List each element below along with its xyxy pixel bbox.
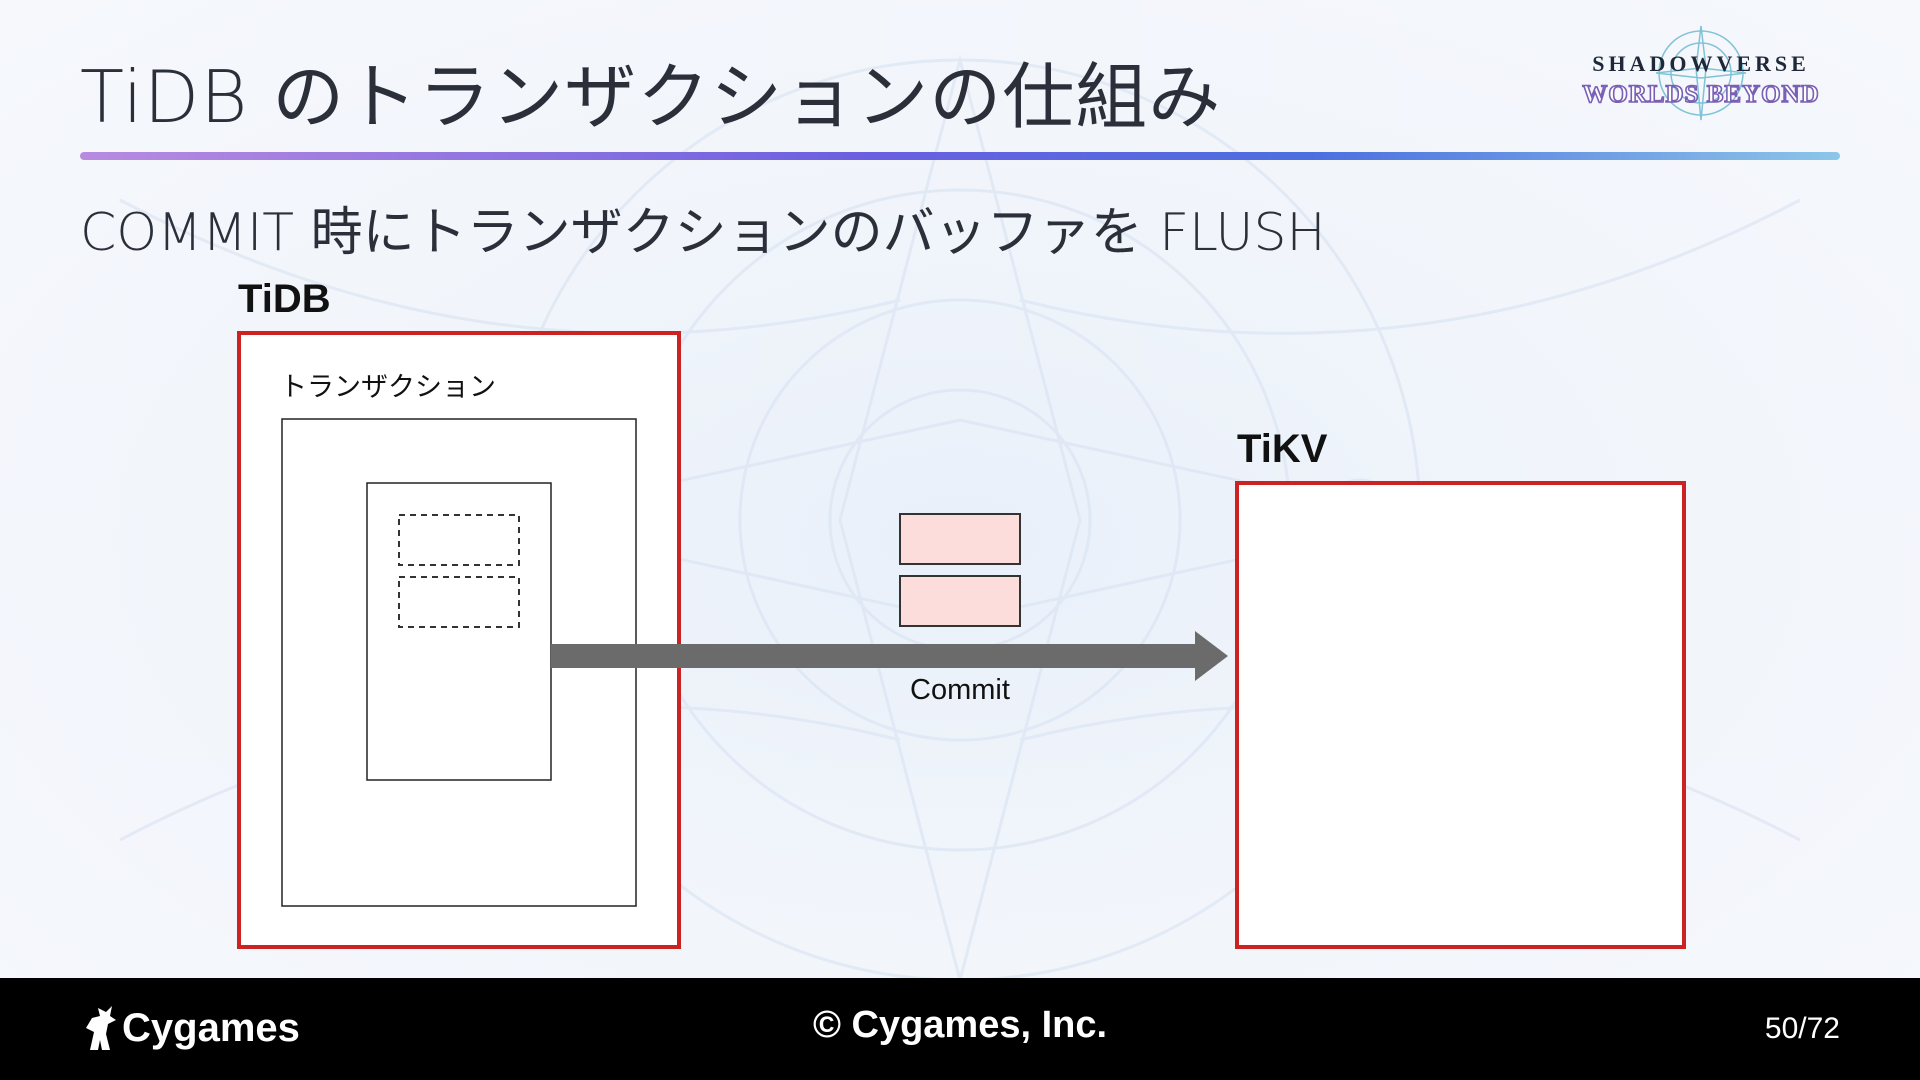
commit-arrow-shaft — [551, 644, 1197, 668]
page-number: 50/72 — [1764, 1012, 1840, 1045]
commit-arrow-head — [1195, 631, 1228, 681]
logo-line1: SHADOWVERSE — [1592, 51, 1810, 76]
tikv-label: TiKV — [1237, 427, 1328, 471]
slide-title: TiDB のトランザクションの仕組み — [80, 55, 1222, 139]
footer-bar: Cygames © Cygames, Inc. 50/72 — [0, 978, 1920, 1080]
record-1 — [899, 513, 1021, 565]
transaction-label: トランザクション — [280, 372, 496, 403]
buffer-slot-2 — [398, 576, 520, 628]
record-2 — [899, 575, 1021, 627]
title-underline — [80, 152, 1840, 160]
cygames-logo-icon — [86, 1006, 116, 1050]
brand-name: Cygames — [122, 1005, 300, 1050]
logo-line2: WORLDS BEYOND — [1582, 81, 1819, 108]
commit-label: Commit — [910, 674, 1010, 706]
tidb-label: TiDB — [238, 277, 331, 321]
copyright: © Cygames, Inc. — [812, 1004, 1108, 1046]
transaction-diagram: TiDB トランザクション Commit TiKV — [237, 277, 1686, 949]
buffer-slot-1 — [398, 514, 520, 566]
slide-subtitle: COMMIT 時にトランザクションのバッファを FLUSH — [80, 203, 1326, 263]
tikv-box — [1235, 481, 1686, 949]
game-logo: SHADOWVERSE WORLDS BEYOND — [1582, 25, 1819, 121]
cygames-brand: Cygames — [80, 1000, 300, 1056]
